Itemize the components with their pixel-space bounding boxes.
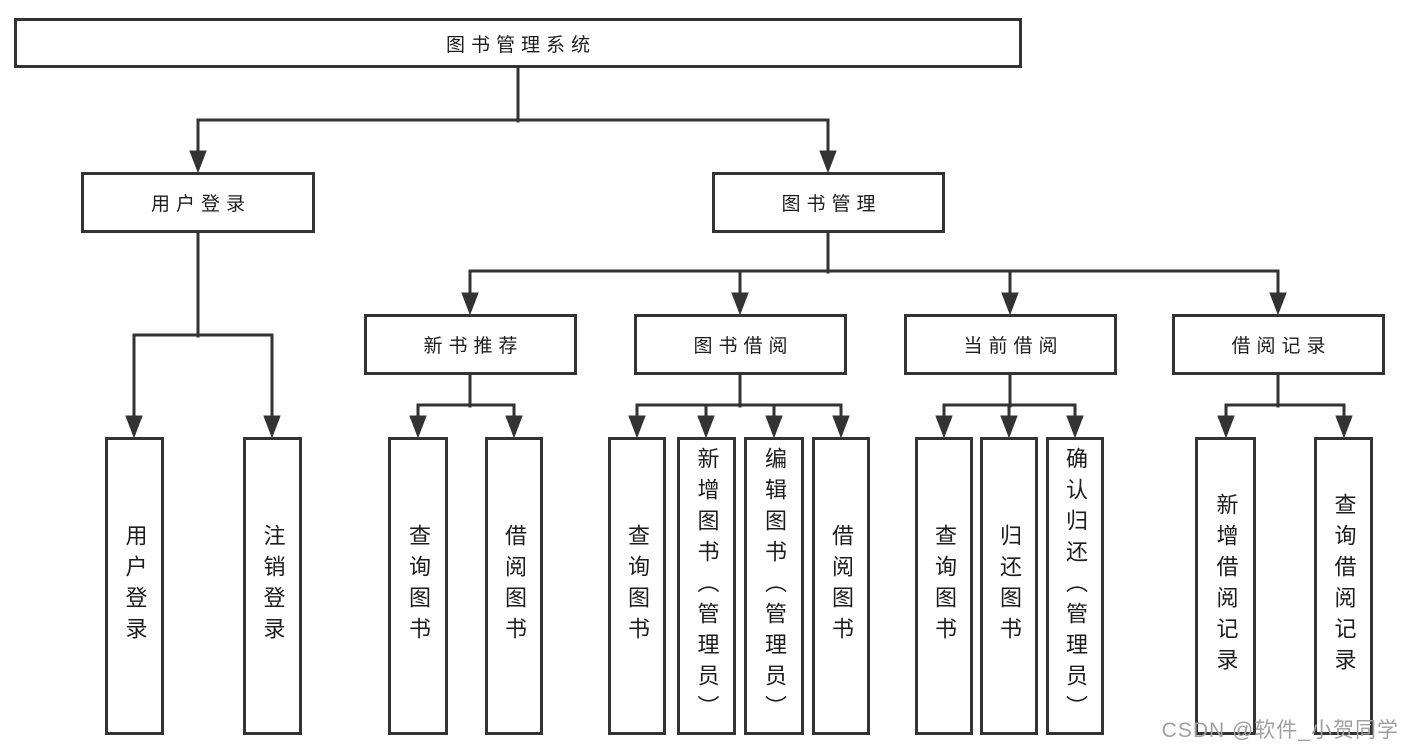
edge-bookborrow-to-leaves: [628, 372, 850, 439]
leaf-label: 借阅图书: [502, 524, 527, 648]
leaf-user-login: 用户登录: [105, 437, 164, 735]
leaf-label: 归还图书: [997, 524, 1022, 648]
edge-userlogin-to-leaves: [125, 230, 281, 439]
node-root-system: 图书管理系统: [14, 18, 1022, 68]
node-new-book-recommend: 新书推荐: [364, 314, 577, 375]
leaf-borrow-book: 借阅图书: [812, 437, 870, 735]
edge-currentborrow-to-leaves: [935, 372, 1084, 439]
leaf-logout: 注销登录: [243, 437, 302, 735]
edge-borrowrecords-to-leaves: [1217, 372, 1353, 439]
node-book-management: 图书管理: [712, 172, 945, 233]
edge-bookmgmt-to-level3: [461, 230, 1287, 316]
leaf-label: 用户登录: [122, 524, 148, 648]
node-label: 图书管理: [781, 194, 882, 215]
edge-root-to-level2: [189, 65, 837, 174]
node-label: 新书推荐: [423, 336, 524, 357]
node-borrow-records: 借阅记录: [1172, 314, 1385, 375]
leaf-add-borrow-record: 新增借阅记录: [1195, 437, 1256, 735]
leaf-query-borrow-record: 查询借阅记录: [1314, 437, 1373, 735]
leaf-borrow-book: 借阅图书: [485, 437, 543, 735]
leaf-edit-book-admin: 编辑图书（管理员）: [744, 437, 804, 735]
leaf-label: 注销登录: [260, 524, 286, 648]
leaf-label: 新增借阅记录: [1213, 493, 1239, 679]
leaf-label: 借阅图书: [829, 524, 854, 648]
leaf-label: 查询图书: [625, 524, 650, 648]
leaf-label: 新增图书（管理员）: [694, 446, 720, 726]
leaf-search-book: 查询图书: [608, 437, 666, 735]
node-book-borrow: 图书借阅: [634, 314, 847, 375]
edge-newbook-to-leaves: [409, 372, 523, 439]
node-user-login: 用户登录: [81, 172, 315, 233]
leaf-add-book-admin: 新增图书（管理员）: [677, 437, 736, 735]
leaf-label: 查询图书: [406, 524, 431, 648]
node-root-label: 图书管理系统: [445, 34, 596, 56]
leaf-search-book: 查询图书: [388, 437, 448, 735]
leaf-return-book: 归还图书: [980, 437, 1038, 735]
node-label: 当前借阅: [963, 336, 1064, 357]
leaf-label: 查询借阅记录: [1331, 493, 1357, 679]
leaf-label: 编辑图书（管理员）: [762, 446, 787, 726]
node-current-borrow: 当前借阅: [904, 314, 1117, 375]
node-label: 借阅记录: [1231, 336, 1332, 357]
csdn-watermark: CSDN @软件_小贺同学: [1161, 719, 1399, 742]
leaf-confirm-return-admin: 确认归还（管理员）: [1046, 437, 1104, 735]
node-label: 图书借阅: [693, 336, 794, 357]
leaf-search-book: 查询图书: [915, 437, 973, 735]
node-label: 用户登录: [150, 194, 251, 215]
leaf-label: 查询图书: [932, 524, 957, 648]
leaf-label: 确认归还（管理员）: [1063, 446, 1088, 726]
